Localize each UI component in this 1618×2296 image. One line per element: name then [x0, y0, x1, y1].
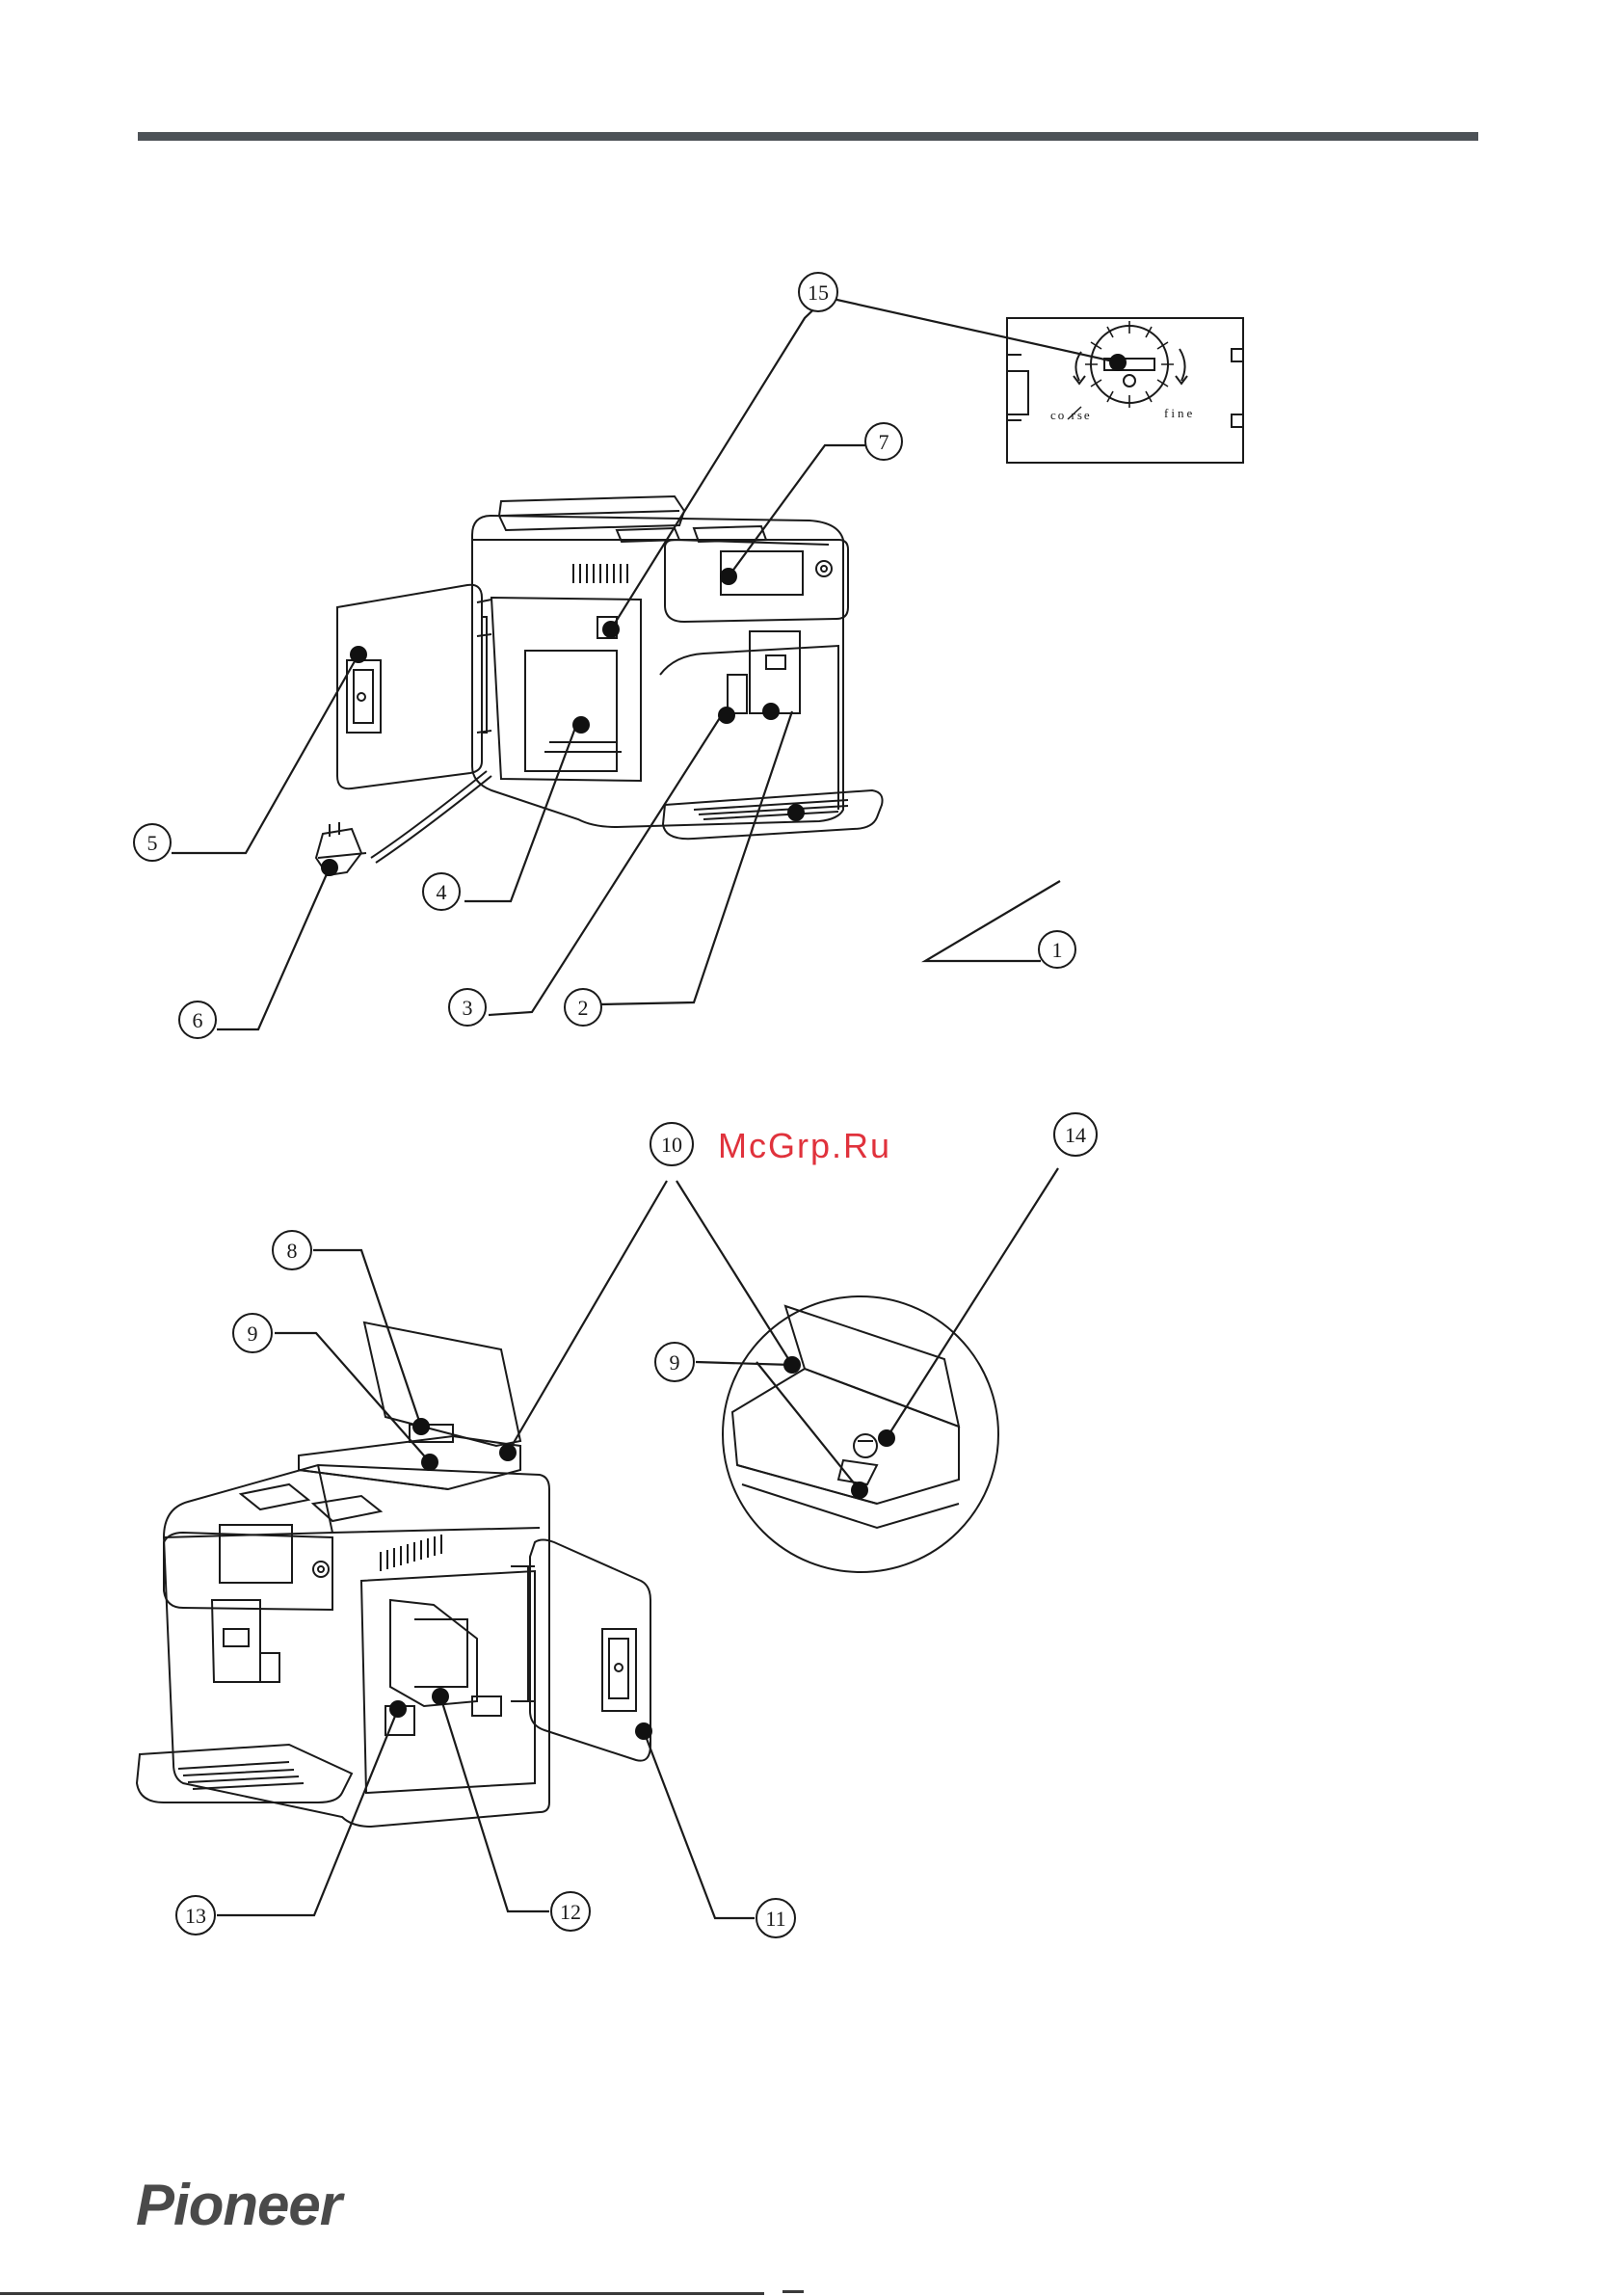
machine-rear-view: [137, 1322, 650, 1827]
callout-9: 9: [248, 1322, 258, 1346]
callout-2: 2: [578, 996, 589, 1020]
callout-10: 10: [661, 1133, 682, 1157]
grinder-knob-inset: [1007, 318, 1243, 463]
drip-tray: [663, 790, 883, 839]
side-vents: [573, 564, 627, 583]
bottom-callout-dots: [389, 1356, 895, 1740]
callout-12: 12: [560, 1900, 581, 1924]
callout-3: 3: [463, 996, 473, 1020]
fine-label: fine: [1164, 406, 1195, 420]
callout-7: 7: [879, 430, 889, 454]
footer-mark: [782, 2290, 804, 2293]
top-leader-lines: [172, 297, 1118, 1029]
callout-6: 6: [193, 1008, 203, 1032]
service-door: [511, 1540, 650, 1761]
callout-1: 1: [1052, 938, 1063, 962]
coarse-label: co rse: [1050, 408, 1092, 422]
callout-15: 15: [808, 280, 829, 305]
callout-11: 11: [765, 1907, 785, 1931]
top-callout-dots: [321, 354, 1127, 876]
callout-5: 5: [147, 831, 158, 855]
water-tank-lid: [299, 1322, 520, 1489]
brand-logo: Pioneer: [136, 2172, 341, 2238]
callout-circles: [134, 273, 1097, 1937]
drip-tray-rear: [137, 1745, 352, 1802]
magnified-detail: [723, 1296, 998, 1572]
callout-8: 8: [287, 1239, 298, 1263]
callout-4: 4: [437, 880, 447, 904]
callout-9-detail: 9: [670, 1350, 680, 1375]
watermark-text: McGrp.Ru: [718, 1126, 891, 1166]
callout-13: 13: [185, 1904, 206, 1928]
bottom-leader-lines: [217, 1168, 1058, 1918]
side-door: [337, 585, 491, 788]
callout-14: 14: [1065, 1123, 1086, 1147]
footer-rule: [0, 2292, 764, 2295]
